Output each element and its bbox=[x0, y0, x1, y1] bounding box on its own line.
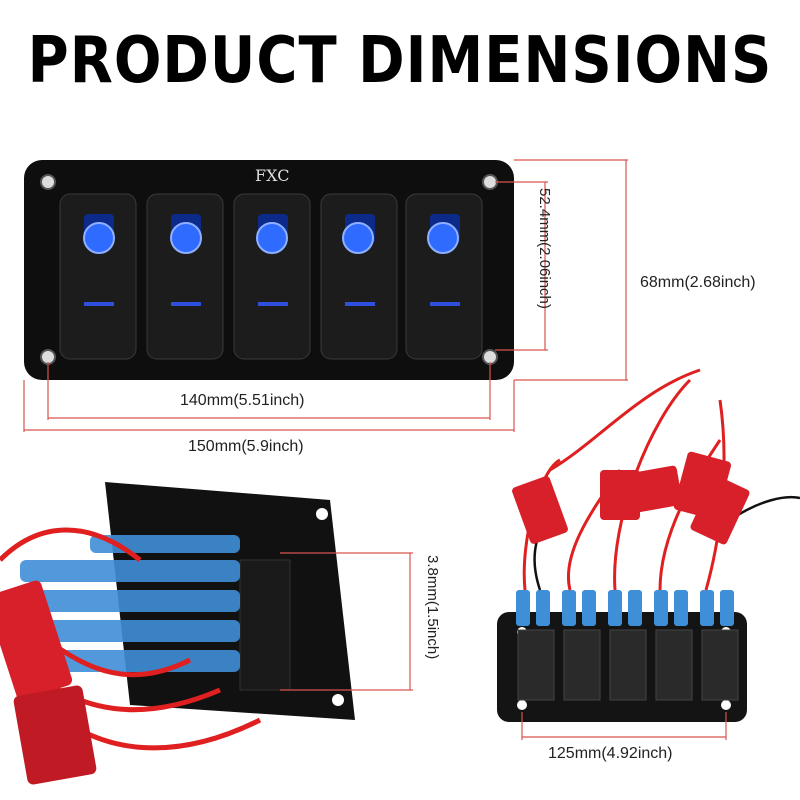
dimension-back-width: 125mm(4.92inch) bbox=[548, 745, 673, 762]
dimension-height-outer: 68mm(2.68inch) bbox=[640, 274, 756, 291]
page-title: PRODUCT DIMENSIONS bbox=[27, 23, 773, 98]
rocker-switch-3 bbox=[233, 193, 311, 360]
rocker-switch-1 bbox=[59, 193, 137, 360]
dimension-lines-front bbox=[23, 159, 628, 432]
dimension-lines-side bbox=[280, 552, 413, 691]
dimension-lines-rear bbox=[521, 712, 727, 740]
rocker-switch-2 bbox=[146, 193, 224, 360]
dimension-width-outer: 150mm(5.9inch) bbox=[188, 438, 304, 455]
brand-logo: FXC bbox=[255, 166, 290, 185]
dimension-height-inner: 52.4mm(2.06inch) bbox=[536, 188, 553, 309]
dimension-width-inner: 140mm(5.51inch) bbox=[180, 392, 305, 409]
rocker-switch-4 bbox=[320, 193, 398, 360]
dimension-depth: 3.8mm(1.5inch) bbox=[424, 555, 441, 660]
rocker-switch-5 bbox=[405, 193, 483, 360]
mount-hole-top-left bbox=[40, 174, 56, 190]
